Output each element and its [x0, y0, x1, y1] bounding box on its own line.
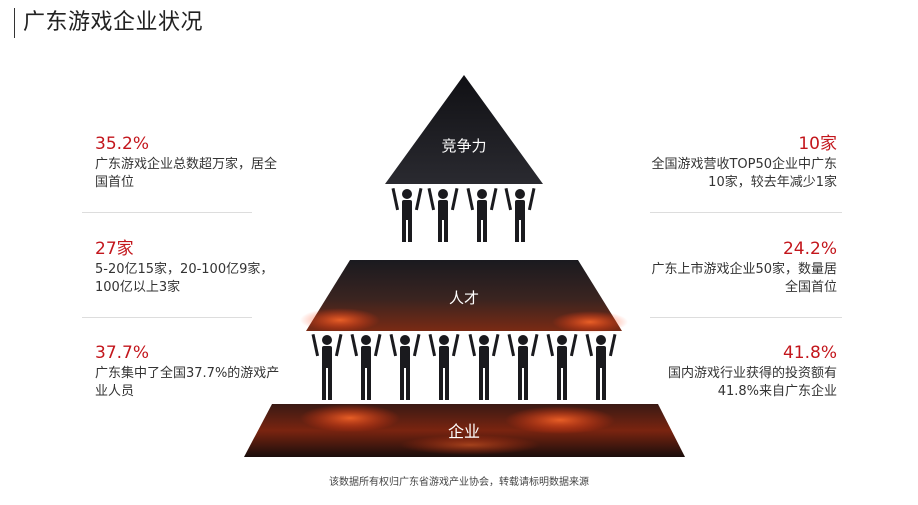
right-stat-3: 41.8% 国内游戏行业获得的投资额有 41.8%来自广东企业 [627, 342, 837, 401]
stat-desc-line: 国首位 [95, 175, 135, 190]
divider [82, 212, 252, 213]
divider [650, 212, 842, 213]
stat-desc-line: 广东上市游戏企业50家，数量居 [651, 262, 837, 277]
stat-description: 国内游戏行业获得的投资额有 41.8%来自广东企业 [627, 365, 837, 401]
lava-glow [505, 406, 615, 434]
pyramid-bottom-label: 企业 [448, 422, 480, 441]
page-title: 广东游戏企业状况 [23, 10, 204, 35]
left-stat-3: 37.7% 广东集中了全国37.7%的游戏产 业人员 [95, 342, 305, 401]
footer-note: 该数据所有权归广东省游戏产业协会，转载请标明数据来源 [329, 477, 589, 488]
divider [82, 317, 252, 318]
pyramid-middle-tier [306, 260, 622, 331]
left-stat-2: 27家 5-20亿15家，20-100亿9家， 100亿以上3家 [95, 238, 305, 297]
stat-desc-line: 100亿以上3家 [95, 280, 181, 295]
stat-desc-line: 广东集中了全国37.7%的游戏产 [95, 366, 280, 381]
stat-description: 广东游戏企业总数超万家，居全 国首位 [95, 156, 305, 192]
right-stat-2: 24.2% 广东上市游戏企业50家，数量居 全国首位 [627, 238, 837, 297]
stat-description: 广东上市游戏企业50家，数量居 全国首位 [627, 261, 837, 297]
stat-desc-line: 10家，较去年减少1家 [708, 175, 837, 190]
lava-glow [400, 435, 540, 455]
divider [650, 317, 842, 318]
stat-description: 5-20亿15家，20-100亿9家， 100亿以上3家 [95, 261, 305, 297]
stat-value: 24.2% [782, 239, 837, 259]
stat-value: 27家 [95, 239, 134, 259]
stat-value: 41.8% [782, 343, 837, 363]
stat-value: 35.2% [95, 134, 150, 154]
stat-desc-line: 国内游戏行业获得的投资额有 [667, 366, 837, 381]
pyramid-middle-label: 人才 [449, 289, 479, 307]
lava-glow [300, 404, 400, 432]
lava-glow [300, 308, 380, 332]
stat-desc-line: 全国首位 [784, 280, 837, 295]
lava-glow [552, 311, 628, 333]
stat-desc-line: 5-20亿15家，20-100亿9家， [95, 262, 274, 277]
stat-description: 广东集中了全国37.7%的游戏产 业人员 [95, 365, 305, 401]
left-stat-1: 35.2% 广东游戏企业总数超万家，居全 国首位 [95, 133, 305, 192]
stat-description: 全国游戏营收TOP50企业中广东 10家，较去年减少1家 [627, 156, 837, 192]
stat-desc-line: 广东游戏企业总数超万家，居全 [95, 157, 278, 172]
figures-row-bottom [311, 334, 617, 400]
stat-value: 10家 [798, 134, 837, 154]
title-bar: 广东游戏企业状况 [14, 8, 203, 38]
pyramid-top-label: 竞争力 [441, 137, 486, 155]
stat-desc-line: 业人员 [95, 384, 135, 399]
stat-value: 37.7% [95, 343, 150, 363]
pyramid-top-tier [385, 75, 543, 184]
figures-row-top [391, 188, 536, 242]
stat-desc-line: 全国游戏营收TOP50企业中广东 [651, 157, 837, 172]
stat-desc-line: 41.8%来自广东企业 [717, 384, 837, 399]
right-stat-1: 10家 全国游戏营收TOP50企业中广东 10家，较去年减少1家 [627, 133, 837, 192]
